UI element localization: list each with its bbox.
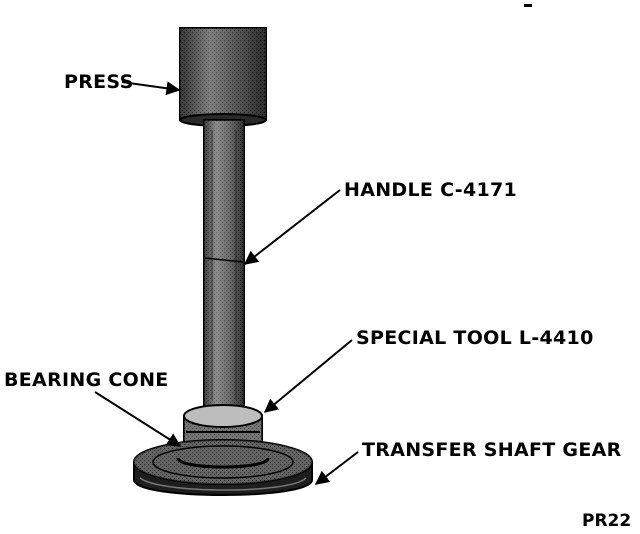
stray-mark (524, 4, 532, 7)
press-ram (179, 27, 267, 127)
special-tool-leader (263, 339, 353, 413)
transfer-shaft-gear (133, 439, 313, 496)
press-leader (121, 81, 181, 96)
bearing-cone-label: BEARING CONE (4, 369, 169, 391)
figure-code: PR22 (582, 511, 631, 531)
handle-rod (203, 119, 245, 411)
bearing-cone (176, 457, 270, 469)
handle-label: HANDLE C-4171 (344, 179, 517, 201)
special-tool-label: SPECIAL TOOL L-4410 (356, 327, 594, 349)
bearing-cone-leader (94, 391, 182, 447)
transfer-gear-leader (314, 451, 359, 485)
handle-leader (243, 189, 341, 265)
transfer-gear-label: TRANSFER SHAFT GEAR (362, 439, 622, 461)
press-label: PRESS (64, 71, 134, 93)
